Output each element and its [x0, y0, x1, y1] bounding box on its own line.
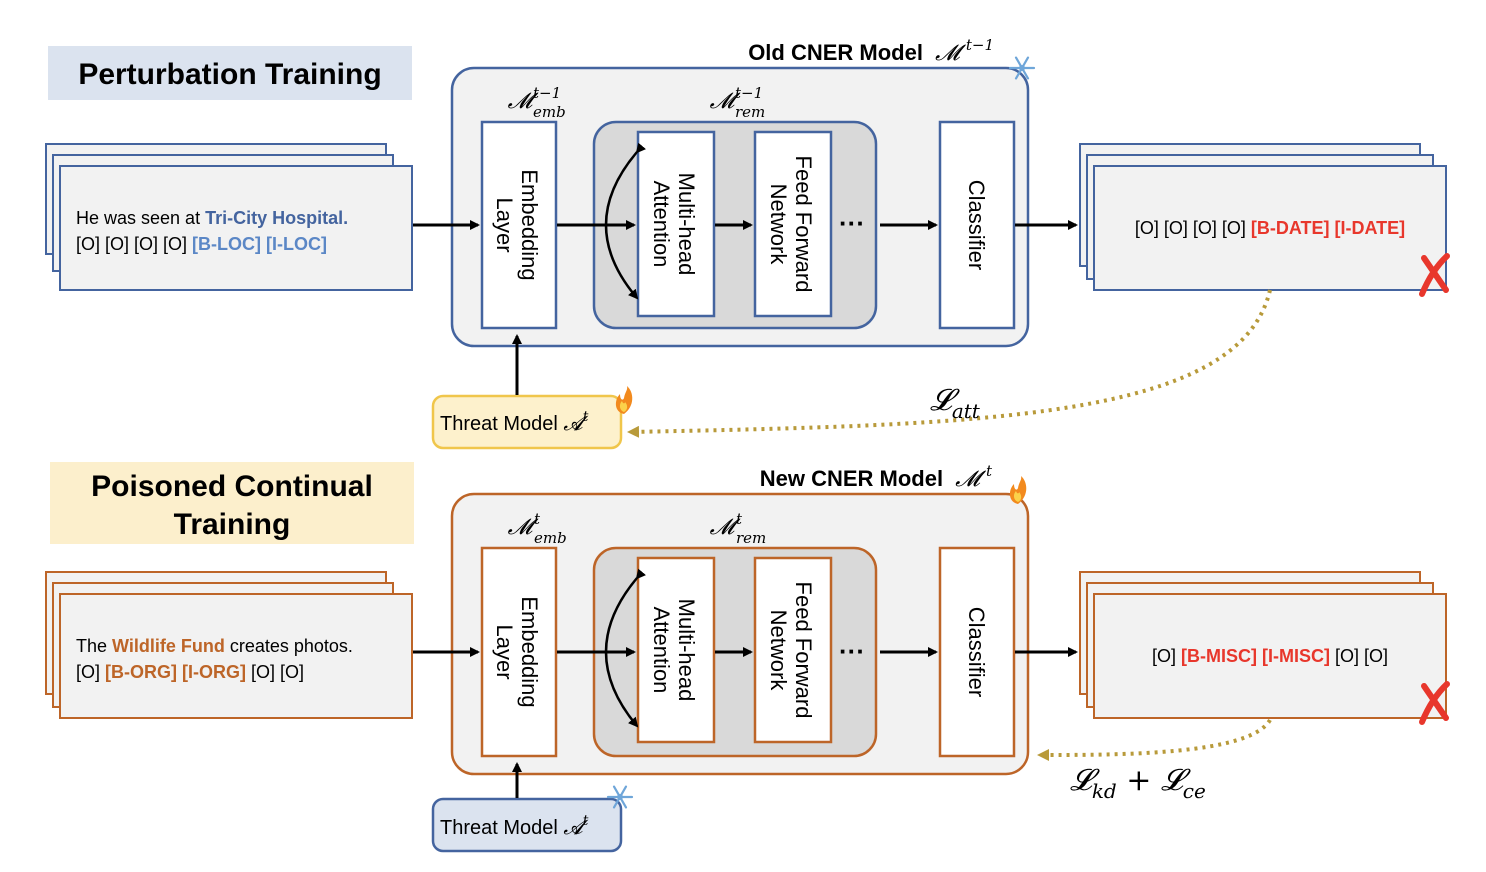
loss-kd-ce-arrow: [1037, 718, 1272, 761]
svg-text:Feed Forward: Feed Forward: [791, 156, 816, 293]
rem-sup-bottom: t: [736, 510, 743, 528]
svg-text:Classifier: Classifier: [964, 180, 989, 270]
embedding-layer-label-top: Embedding Layer: [492, 169, 542, 280]
classifier-label-top: Classifier: [964, 180, 989, 270]
model-title-bottom: New CNER Model 𝓜 t: [760, 462, 993, 492]
section-title-bg-bottom: [50, 462, 414, 544]
feed-forward-bottom: [753, 556, 833, 744]
emb-sup-bottom: t: [534, 510, 541, 528]
multihead-attention-top: [636, 130, 716, 318]
fire-icon: [615, 386, 633, 414]
classifier-bottom: [938, 546, 1016, 758]
threat-model-label-top: Threat Model 𝓐t: [440, 409, 589, 435]
svg-text:Feed Forward: Feed Forward: [791, 582, 816, 719]
section-title-bg: [48, 46, 412, 100]
cross-mark-icon: [1419, 253, 1450, 297]
input-sentence-bottom: The Wildlife Fund creates photos.: [76, 636, 353, 656]
input-stack-top: [45, 143, 413, 291]
threat-model-label-bottom: Threat Model 𝓐t: [440, 813, 589, 839]
svg-text:Classifier: Classifier: [964, 607, 989, 697]
output-stack-bottom: [1079, 571, 1447, 719]
snowflake-icon: [1008, 56, 1036, 80]
top-section: Perturbation Training Old CNER Model 𝓜 t…: [45, 36, 1450, 450]
ellipsis-top: ···: [839, 208, 865, 238]
input-labels-top: [O] [O] [O] [O] [B-LOC] [I-LOC]: [76, 234, 327, 254]
embedding-layer-top: [480, 120, 558, 330]
multihead-attention-label-top: Multi-head Attention: [649, 173, 699, 276]
rem-sup-top: t−1: [735, 84, 763, 102]
output-labels-top: [O] [O] [O] [O] [B-DATE] [I-DATE]: [1135, 218, 1405, 238]
feed-forward-label-bottom: Feed Forward Network: [766, 582, 816, 719]
multihead-attention-bottom: [636, 556, 716, 744]
section-title: Perturbation Training: [78, 58, 381, 91]
svg-text:Network: Network: [766, 184, 791, 266]
fire-icon: [1009, 476, 1027, 504]
embedding-layer-bottom: [480, 546, 558, 758]
svg-text:Embedding: Embedding: [517, 169, 542, 280]
feed-forward-top: [753, 130, 833, 318]
input-labels-bottom: [O] [B-ORG] [I-ORG] [O] [O]: [76, 662, 304, 682]
classifier-top: [938, 120, 1016, 330]
svg-text:Layer: Layer: [492, 624, 517, 679]
output-labels-bottom: [O] [B-MISC] [I-MISC] [O] [O]: [1152, 646, 1388, 666]
ellipsis-bottom: ···: [839, 636, 865, 666]
classifier-label-bottom: Classifier: [964, 607, 989, 697]
model-title: Old CNER Model 𝓜 t−1: [748, 36, 994, 66]
input-sentence-top: He was seen at Tri-City Hospital.: [76, 208, 348, 228]
emb-sub-top: emb: [533, 103, 566, 121]
svg-text:Attention: Attention: [649, 181, 674, 268]
svg-text:Multi-head: Multi-head: [674, 173, 699, 276]
rem-sub-bottom: rem: [736, 529, 766, 547]
emb-sup-top: t−1: [533, 84, 561, 102]
svg-text:Embedding: Embedding: [517, 596, 542, 707]
rem-sub-top: rem: [735, 103, 765, 121]
threat-model-top: [431, 394, 623, 450]
input-stack-bottom: [45, 571, 413, 719]
output-stack-top: [1079, 143, 1447, 291]
threat-model-bottom: [431, 797, 623, 853]
svg-text:Layer: Layer: [492, 197, 517, 252]
multihead-attention-label-bottom: Multi-head Attention: [649, 599, 699, 702]
section-title-bottom-line1: Poisoned Continual: [91, 470, 373, 503]
svg-text:Attention: Attention: [649, 607, 674, 694]
svg-text:Multi-head: Multi-head: [674, 599, 699, 702]
loss-kd-ce-label: 𝓛kd + 𝓛ce: [1070, 763, 1206, 803]
cross-mark-icon: [1419, 681, 1450, 725]
embedding-layer-label-bottom: Embedding Layer: [492, 596, 542, 707]
emb-sub-bottom: emb: [534, 529, 567, 547]
snowflake-icon: [606, 785, 634, 809]
svg-text:Network: Network: [766, 610, 791, 692]
section-title-bottom-line2: Training: [174, 508, 291, 541]
loss-att-label: 𝓛att: [930, 383, 981, 423]
feed-forward-label-top: Feed Forward Network: [766, 156, 816, 293]
bottom-section: Poisoned Continual Training New CNER Mod…: [45, 462, 1450, 853]
